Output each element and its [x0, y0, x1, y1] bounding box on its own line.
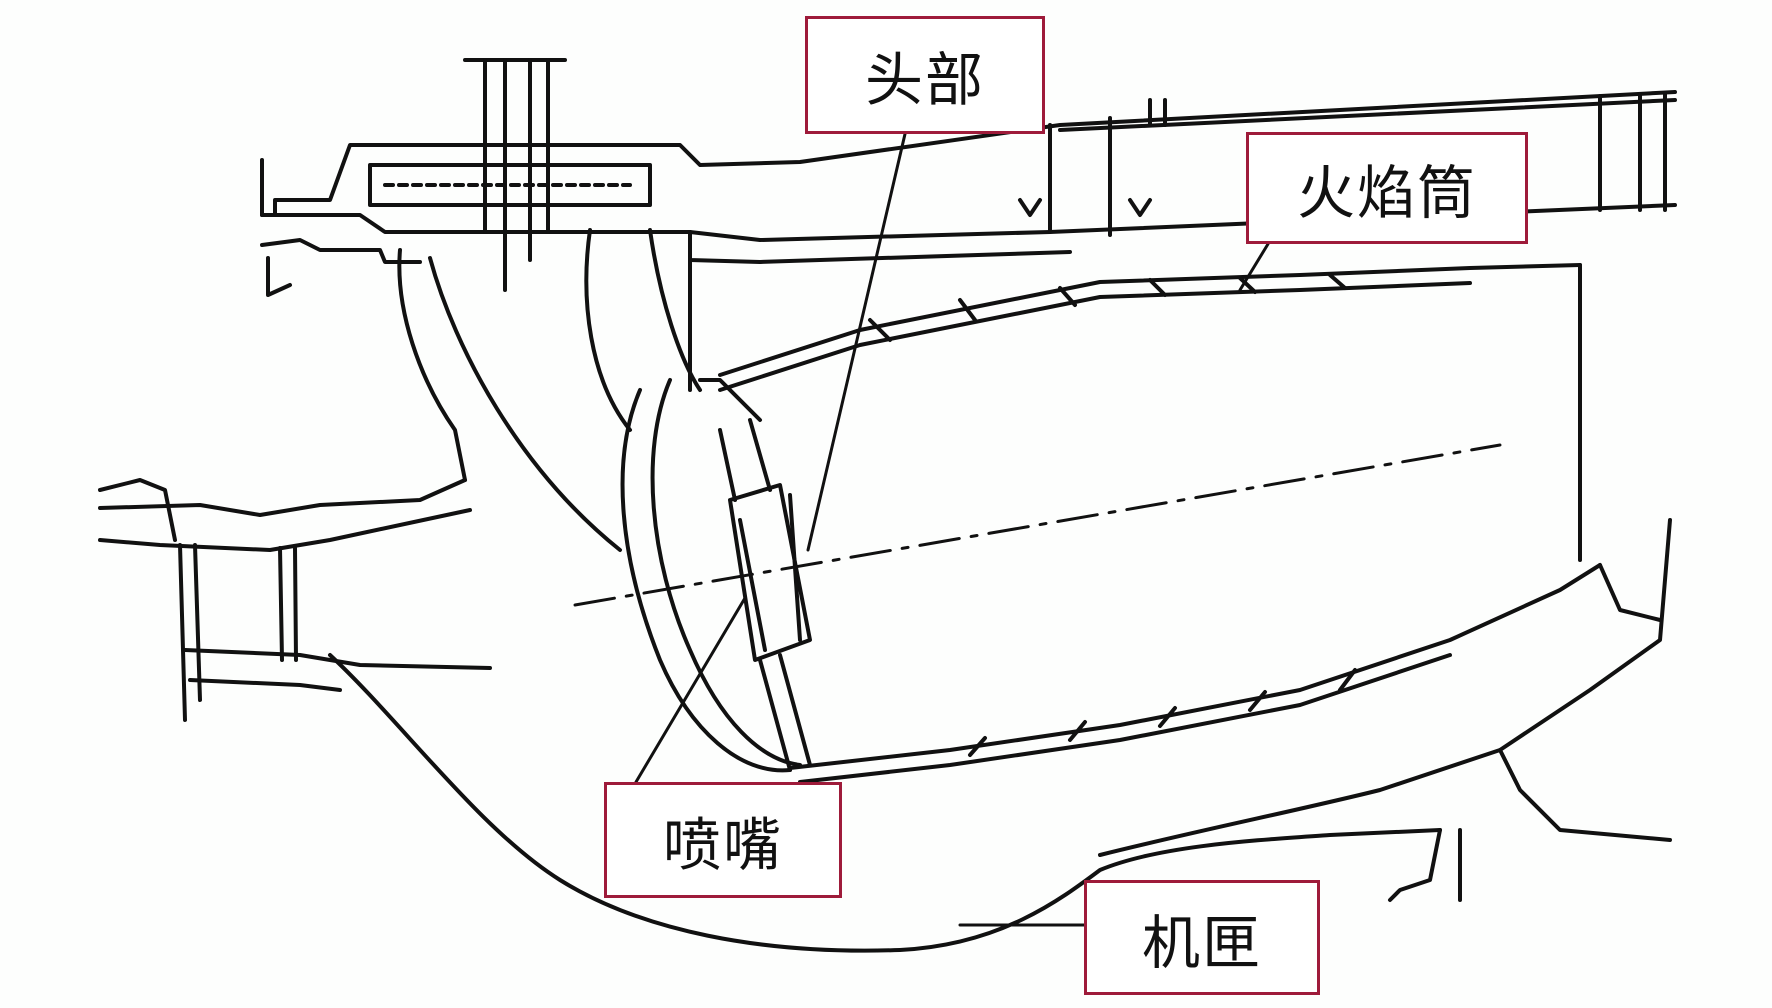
label-casing: 机匣	[1084, 880, 1320, 995]
outer-casing-lower	[328, 518, 1672, 953]
leader-lines	[634, 132, 1270, 927]
label-head-text: 头部	[864, 46, 985, 114]
outer-casing-upper	[260, 58, 1677, 297]
label-nozzle-text: 喷嘴	[662, 811, 783, 879]
fuel-nozzle-assembly	[620, 378, 812, 773]
label-flame-tube: 火焰筒	[1246, 132, 1528, 244]
leader-liner	[1238, 242, 1270, 292]
diffuser-struts	[98, 228, 702, 722]
label-flame-tube-text: 火焰筒	[1296, 159, 1477, 227]
label-nozzle: 喷嘴	[604, 782, 842, 898]
label-casing-text: 机匣	[1141, 908, 1262, 977]
label-head: 头部	[805, 16, 1045, 134]
flame-tube-liner	[573, 263, 1602, 784]
leader-nozzle	[634, 596, 747, 784]
leader-head	[806, 132, 907, 552]
